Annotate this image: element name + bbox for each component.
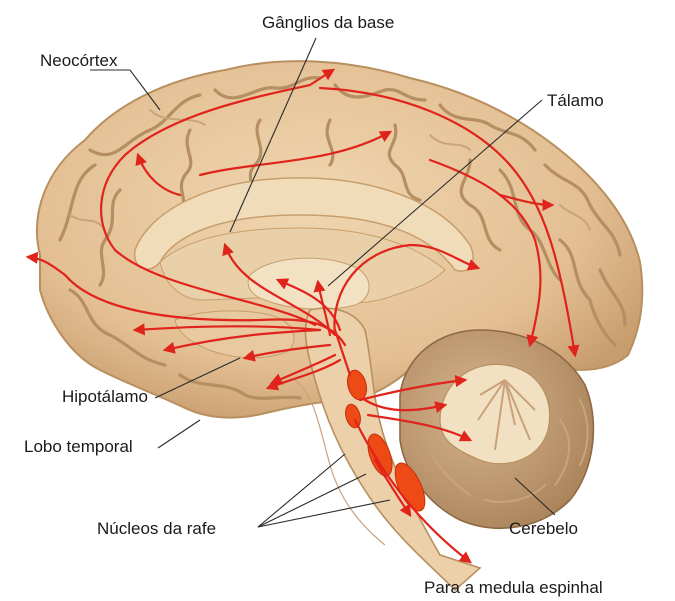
label-hipotalamo: Hipotálamo [62,387,148,406]
leader-lobo-temporal [158,420,200,448]
label-medula: Para a medula espinhal [424,578,603,597]
label-lobo-temporal: Lobo temporal [24,437,133,456]
label-ganglios: Gânglios da base [262,13,394,32]
label-cerebelo: Cerebelo [509,519,578,538]
label-nucleos-rafe: Núcleos da rafe [97,519,216,538]
label-talamo: Tálamo [547,91,604,110]
label-neocortex: Neocórtex [40,51,118,70]
leader-rafe-3 [258,500,390,527]
cerebellum [400,330,593,528]
